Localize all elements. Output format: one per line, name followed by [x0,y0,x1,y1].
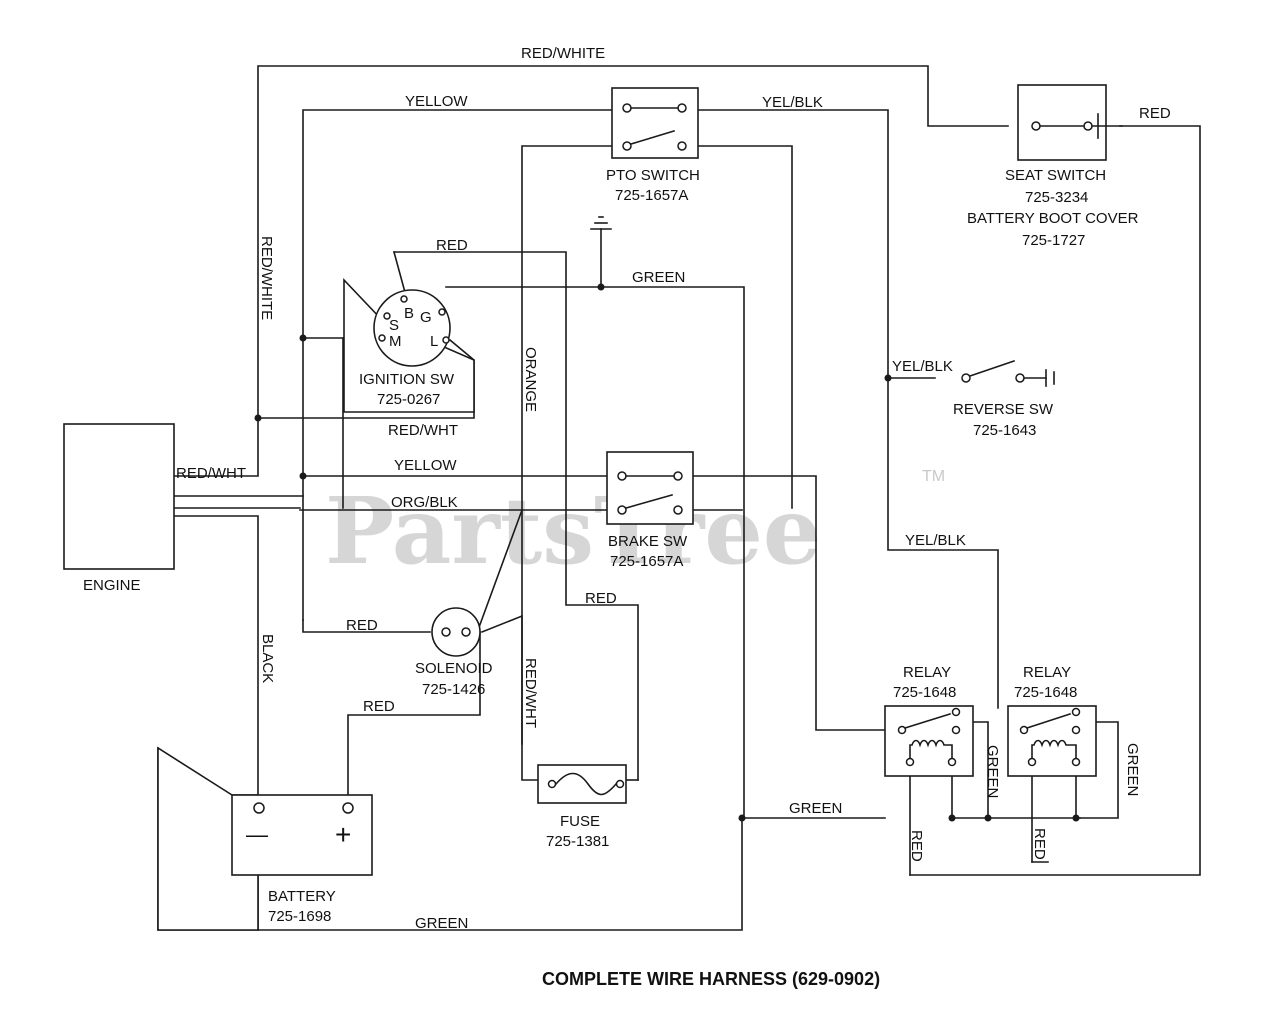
ignition-terminal-b: B [404,305,414,322]
battery-boot-cover-part: 725-1727 [1022,232,1085,249]
wire-label-red-brake: RED [585,590,617,607]
solenoid: SOLENOID 725-1426 [415,607,493,698]
seat-switch-part: 725-3234 [1025,189,1088,206]
solenoid-label: SOLENOID [415,660,493,677]
relay-1-label: RELAY [903,664,951,681]
wire-label-green-relay2: GREEN [1124,743,1141,796]
junctions [254,283,1080,822]
wire-label-red-wht-fuse: RED/WHT [522,658,539,728]
wire-label-green-relay1: GREEN [984,745,1001,798]
ignition-terminal-s: S [389,317,399,334]
wire-labels: RED/WHITE YELLOW YEL/BLK RED RED/WHITE R… [176,45,1171,932]
wire-label-red-wht-engine: RED/WHT [176,465,246,482]
wire-label-black: BLACK [259,634,276,683]
fuse-label: FUSE [560,813,600,830]
battery-boot-cover-label: BATTERY BOOT COVER [967,210,1139,227]
reverse-switch-part: 725-1643 [973,422,1036,439]
fuse-part: 725-1381 [546,833,609,850]
wire-label-green-top: GREEN [632,269,685,286]
battery: — + BATTERY 725-1698 [157,746,373,931]
diagram-title: COMPLETE WIRE HARNESS (629-0902) [542,969,880,989]
wire-label-red-relay1: RED [908,830,925,862]
wire-label-yel-blk-relay: YEL/BLK [905,532,966,549]
brake-switch: BRAKE SW 725-1657A [606,451,694,570]
ignition-terminal-l: L [430,333,438,350]
wire-label-org-blk: ORG/BLK [391,494,458,511]
pto-switch-part: 725-1657A [615,187,688,204]
wire-label-red-solenoid: RED [346,617,378,634]
battery-part: 725-1698 [268,908,331,925]
wire-label-red-relay2: RED [1031,828,1048,860]
wire-label-red-seat: RED [1139,105,1171,122]
wire-label-red-ign: RED [436,237,468,254]
wire-label-yel-blk-top: YEL/BLK [762,94,823,111]
relay-2: RELAY 725-1648 [1007,664,1097,777]
wire-label-yellow-mid: YELLOW [394,457,457,474]
engine-label: ENGINE [83,577,141,594]
wire-label-green-bottom: GREEN [415,915,468,932]
wire-label-yellow-top: YELLOW [405,93,468,110]
ignition-switch: B S G M L IGNITION SW 725-0267 [343,277,475,413]
watermark-tm: TM [922,468,945,485]
wire-label-red-wht-mid: RED/WHT [388,422,458,439]
battery-negative: — [246,822,268,847]
relay-2-part: 725-1648 [1014,684,1077,701]
brake-switch-label: BRAKE SW [608,533,688,550]
ignition-switch-part: 725-0267 [377,391,440,408]
pto-switch: PTO SWITCH 725-1657A [606,87,700,204]
ignition-terminal-m: M [389,333,402,350]
seat-switch-label: SEAT SWITCH [1005,167,1106,184]
relay-2-label: RELAY [1023,664,1071,681]
pto-switch-label: PTO SWITCH [606,167,700,184]
reverse-switch: REVERSE SW 725-1643 [953,359,1055,439]
engine: ENGINE [63,423,175,594]
wire-label-yel-blk-reverse: YEL/BLK [892,358,953,375]
wire-label-orange: ORANGE [522,347,539,412]
wire-label-red-white-vertical: RED/WHITE [258,236,275,320]
watermark: PartsTree [325,477,821,585]
seat-switch: SEAT SWITCH 725-3234 BATTERY BOOT COVER … [967,84,1139,249]
ignition-terminal-g: G [420,309,432,326]
battery-positive: + [335,819,351,850]
relay-1: RELAY 725-1648 [884,664,974,777]
reverse-switch-label: REVERSE SW [953,401,1054,418]
relay-1-part: 725-1648 [893,684,956,701]
battery-label: BATTERY [268,888,336,905]
solenoid-part: 725-1426 [422,681,485,698]
fuse: FUSE 725-1381 [537,764,627,850]
brake-switch-part: 725-1657A [610,553,683,570]
wire-label-red-white-top: RED/WHITE [521,45,605,62]
wire-label-red-battery: RED [363,698,395,715]
wire-label-green-mid: GREEN [789,800,842,817]
ignition-switch-label: IGNITION SW [359,371,455,388]
